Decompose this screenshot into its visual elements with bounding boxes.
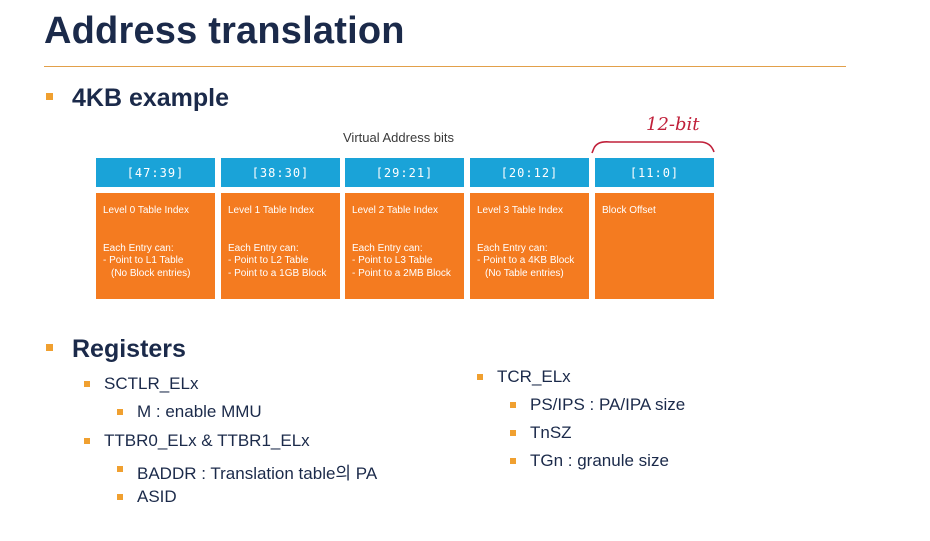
- bullet-square-icon: [117, 466, 123, 472]
- register-sub-label: TnSZ: [530, 423, 572, 442]
- annotation-text: 12-bit: [646, 114, 700, 135]
- bullet-square-icon: [510, 458, 516, 464]
- va-bits-header: [38:30]: [221, 158, 340, 187]
- va-entry-line: Each Entry can:: [103, 242, 174, 254]
- va-column-l0: [47:39] Level 0 Table Index Each Entry c…: [96, 158, 215, 299]
- bullet-square-icon: [477, 374, 483, 380]
- register-sub-label: TGn : granule size: [530, 451, 669, 470]
- va-column-body: Block Offset: [595, 193, 714, 299]
- handwritten-annotation: 12-bit: [591, 114, 715, 154]
- va-bits-header: [47:39]: [96, 158, 215, 187]
- va-entry-line: (No Table entries): [485, 267, 564, 279]
- va-column-l2: [29:21] Level 2 Table Index Each Entry c…: [345, 158, 464, 299]
- va-entry-line: - Point to L2 Table: [228, 255, 309, 266]
- register-sub-item: BADDR : Translation table의 PA: [117, 459, 378, 484]
- register-sub-label: ASID: [137, 487, 177, 506]
- bullet-square-icon: [117, 409, 123, 415]
- va-column-l3: [20:12] Level 3 Table Index Each Entry c…: [470, 158, 589, 299]
- va-entry-line: - Point to a 1GB Block: [228, 267, 327, 279]
- va-column-body: Level 0 Table Index Each Entry can: - Po…: [96, 193, 215, 299]
- register-name: SCTLR_ELx: [104, 374, 199, 393]
- slide-title: Address translation: [44, 10, 405, 52]
- bullet-square-icon: [84, 438, 90, 444]
- section-4kb-label: 4KB example: [72, 84, 230, 112]
- register-name: TCR_ELx: [497, 367, 571, 386]
- va-index-label: Block Offset: [602, 205, 656, 216]
- register-sub-label: BADDR : Translation table의 PA: [137, 464, 378, 483]
- annotation-bracket: [593, 141, 715, 153]
- va-column-body: Level 2 Table Index Each Entry can: - Po…: [345, 193, 464, 299]
- va-entry-line: Each Entry can:: [477, 242, 548, 254]
- va-entry-line: - Point to L3 Table: [352, 255, 433, 266]
- va-entry-line: - Point to L1 Table: [103, 255, 184, 266]
- va-bits-header: [29:21]: [345, 158, 464, 187]
- register-sctlr: SCTLR_ELx: [84, 374, 199, 394]
- section-4kb-example: 4KB example: [46, 84, 230, 113]
- va-column-body: Level 1 Table Index Each Entry can: - Po…: [221, 193, 340, 299]
- title-divider: [44, 66, 846, 67]
- va-entry-line: Each Entry can:: [228, 242, 299, 254]
- va-index-label: Level 0 Table Index: [103, 205, 189, 216]
- register-sub-label: M : enable MMU: [137, 402, 262, 421]
- bullet-square-icon: [510, 402, 516, 408]
- va-index-label: Level 1 Table Index: [228, 205, 314, 216]
- register-sub-label: PS/IPS : PA/IPA size: [530, 395, 686, 414]
- bullet-square-icon: [117, 494, 123, 500]
- va-bits-header: [11:0]: [595, 158, 714, 187]
- annotation-tick: [591, 147, 595, 154]
- va-entry-line: - Point to a 2MB Block: [352, 267, 451, 279]
- bullet-square-icon: [510, 430, 516, 436]
- diagram-caption: Virtual Address bits: [343, 130, 455, 145]
- bullet-square-icon: [84, 381, 90, 387]
- bullet-square-icon: [46, 93, 53, 100]
- va-entry-line: Each Entry can:: [352, 242, 423, 254]
- register-sub-item: M : enable MMU: [117, 402, 262, 422]
- va-entry-line: (No Block entries): [111, 267, 191, 279]
- register-sub-item: PS/IPS : PA/IPA size: [510, 395, 686, 415]
- va-column-offset: [11:0] Block Offset: [595, 158, 714, 299]
- register-sub-item: TGn : granule size: [510, 451, 669, 471]
- va-column-l1: [38:30] Level 1 Table Index Each Entry c…: [221, 158, 340, 299]
- register-name: TTBR0_ELx & TTBR1_ELx: [104, 431, 310, 450]
- bullet-square-icon: [46, 344, 53, 351]
- register-sub-item: TnSZ: [510, 423, 572, 443]
- va-bits-header: [20:12]: [470, 158, 589, 187]
- register-ttbr: TTBR0_ELx & TTBR1_ELx: [84, 431, 310, 451]
- va-index-label: Level 3 Table Index: [477, 205, 563, 216]
- va-column-body: Level 3 Table Index Each Entry can: - Po…: [470, 193, 589, 299]
- section-registers-label: Registers: [72, 335, 186, 363]
- va-entry-line: - Point to a 4KB Block: [477, 255, 575, 266]
- section-registers: Registers: [46, 335, 186, 364]
- register-tcr: TCR_ELx: [477, 367, 571, 387]
- register-sub-item: ASID: [117, 487, 177, 507]
- va-index-label: Level 2 Table Index: [352, 205, 438, 216]
